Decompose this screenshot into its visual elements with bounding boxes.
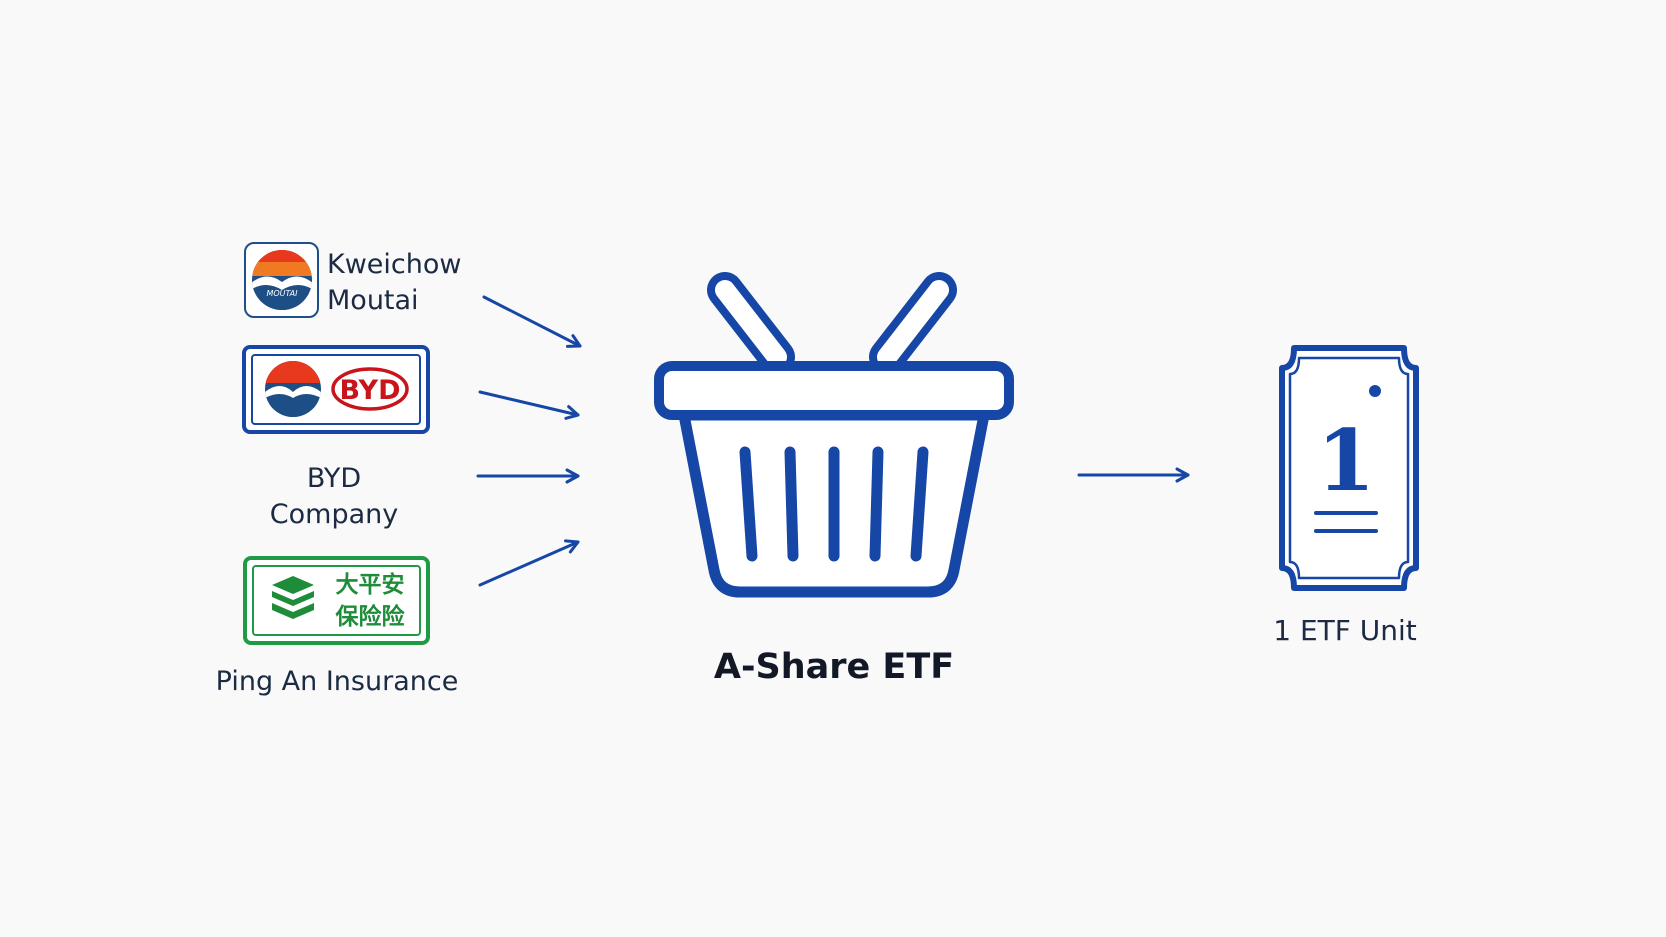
byd-logo: BYD: [242, 345, 430, 434]
etf-unit-ticket-icon: 1 1 ETF Unit: [1273, 345, 1419, 647]
holding-name-line1: Kweichow: [327, 249, 461, 280]
ticket-outer-border: [1279, 345, 1419, 591]
moutai-logo-text: MOUTAI: [266, 289, 298, 298]
basket-handle-left: [707, 272, 795, 375]
ping-an-logo-text-line2: 保险险: [335, 603, 406, 630]
holding-name-line1: BYD: [307, 463, 361, 494]
holding-byd: BYD BYD Company: [242, 345, 430, 530]
shopping-basket-icon: A-Share ETF: [654, 272, 1014, 687]
arrow-byd-to-basket: [478, 390, 580, 420]
basket-rim: [654, 361, 1014, 420]
holding-kweichow-moutai: MOUTAI Kweichow Moutai: [244, 242, 461, 318]
byd-logo-text: BYD: [339, 375, 400, 406]
ping-an-logo-text-line1: 大平安: [336, 571, 405, 598]
holding-name: Ping An Insurance: [216, 666, 459, 697]
ticket-dot: [1369, 385, 1381, 397]
moutai-logo: MOUTAI: [244, 242, 319, 318]
arrow-moutai-to-basket: [482, 295, 582, 348]
holding-name-line2: Company: [270, 499, 398, 530]
basket-slats: [739, 446, 929, 562]
arrows-into-basket: [476, 295, 582, 587]
unit-number: 1: [1317, 411, 1375, 510]
ping-an-logo: 大平安 保险险: [243, 556, 430, 645]
basket-handle-right: [869, 272, 957, 375]
unit-label: 1 ETF Unit: [1273, 614, 1417, 647]
arrow-ping-an-to-basket: [478, 539, 580, 587]
basket-label: A-Share ETF: [714, 647, 954, 687]
holding-ping-an: 大平安 保险险 Ping An Insurance: [216, 556, 459, 697]
holding-name-line2: Moutai: [327, 285, 419, 316]
ping-an-emblem-icon: [272, 576, 314, 619]
ticket-inner-border: [1288, 356, 1410, 580]
